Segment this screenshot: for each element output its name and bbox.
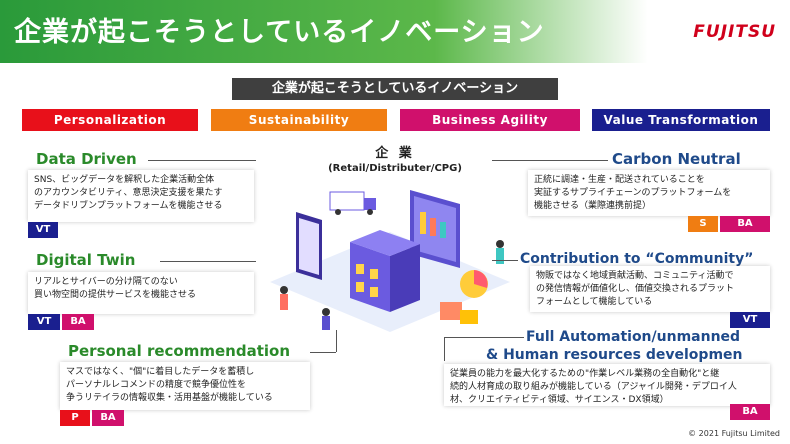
digital-twin-box: リアルとサイバーの分け隔てのない 買い物空間の提供サービスを機能させる [28,272,254,314]
tag-ba: BA [92,410,124,426]
tag-vt: VT [28,222,58,238]
category-business-agility: Business Agility [400,109,580,131]
tag-vt: VT [28,314,60,330]
connector-line [310,352,336,353]
section-banner: 企業が起こそうとしているイノベーション [232,78,558,100]
full-automation-title-1: Full Automation/unmanned [526,329,741,345]
connector-line [492,160,608,161]
community-box: 物販ではなく地域貢献活動、コミュニティ活動で の発信情報が価値化し、価値交換され… [530,266,770,312]
carbon-neutral-text: 正統に調達・生産・配送されていることを 実証するサプライチェーンのプラットフォー… [534,175,732,211]
community-text: 物販ではなく地域貢献活動、コミュニティ活動で の発信情報が価値化し、価値交換され… [536,271,735,307]
category-sustainability: Sustainability [211,109,387,131]
category-personalization: Personalization [22,109,198,131]
data-driven-box: SNS、ビッグデータを解釈した企業活動全体 のアカウンタビリティ、意思決定支援を… [28,170,254,222]
community-title: Contribution to “Community” [520,251,754,267]
center-label: 企 業 (Retail/Distributer/CPG) [300,142,490,174]
connector-line [444,337,524,338]
connector-line [148,160,256,161]
tag-p: P [60,410,90,426]
full-automation-box: 従業員の能力を最大化するための"作業レベル業務の全自動化"と継 続的人材育成の取… [444,364,770,406]
digital-twin-text: リアルとサイバーの分け隔てのない 買い物空間の提供サービスを機能させる [34,277,197,300]
fujitsu-logo: FUJITSU [693,22,776,42]
tag-ba: BA [730,404,770,420]
full-automation-text: 従業員の能力を最大化するための"作業レベル業務の全自動化"と継 続的人材育成の取… [450,369,737,405]
connector-line [160,261,256,262]
personal-recommendation-text: マスではなく、"個"に着目したデータを蓄積し パーソナルレコメンドの精度で競争優… [66,367,273,403]
tag-ba: BA [62,314,94,330]
tag-s: S [688,216,718,232]
data-driven-text: SNS、ビッグデータを解釈した企業活動全体 のアカウンタビリティ、意思決定支援を… [34,175,223,211]
personal-recommendation-title: Personal recommendation [68,342,290,360]
connector-line [336,330,337,352]
center-subtitle: (Retail/Distributer/CPG) [328,163,462,174]
connector-line [492,260,518,261]
business-illustration [270,190,510,332]
center-title: 企 業 [375,146,415,161]
tag-vt: VT [730,312,770,328]
personal-recommendation-box: マスではなく、"個"に着目したデータを蓄積し パーソナルレコメンドの精度で競争優… [60,362,310,410]
carbon-neutral-box: 正統に調達・生産・配送されていることを 実証するサプライチェーンのプラットフォー… [528,170,770,216]
header-bar: 企業が起こそうとしているイノベーション [0,0,790,63]
copyright: © 2021 Fujitsu Limited [688,429,780,438]
connector-line [444,337,445,361]
carbon-neutral-title: Carbon Neutral [612,150,741,168]
tag-ba: BA [720,216,770,232]
full-automation-title-2: & Human resources developmen [486,347,743,363]
digital-twin-title: Digital Twin [36,251,136,269]
category-value-transformation: Value Transformation [592,109,770,131]
page-title: 企業が起こそうとしているイノベーション [14,17,545,48]
data-driven-title: Data Driven [36,150,137,168]
